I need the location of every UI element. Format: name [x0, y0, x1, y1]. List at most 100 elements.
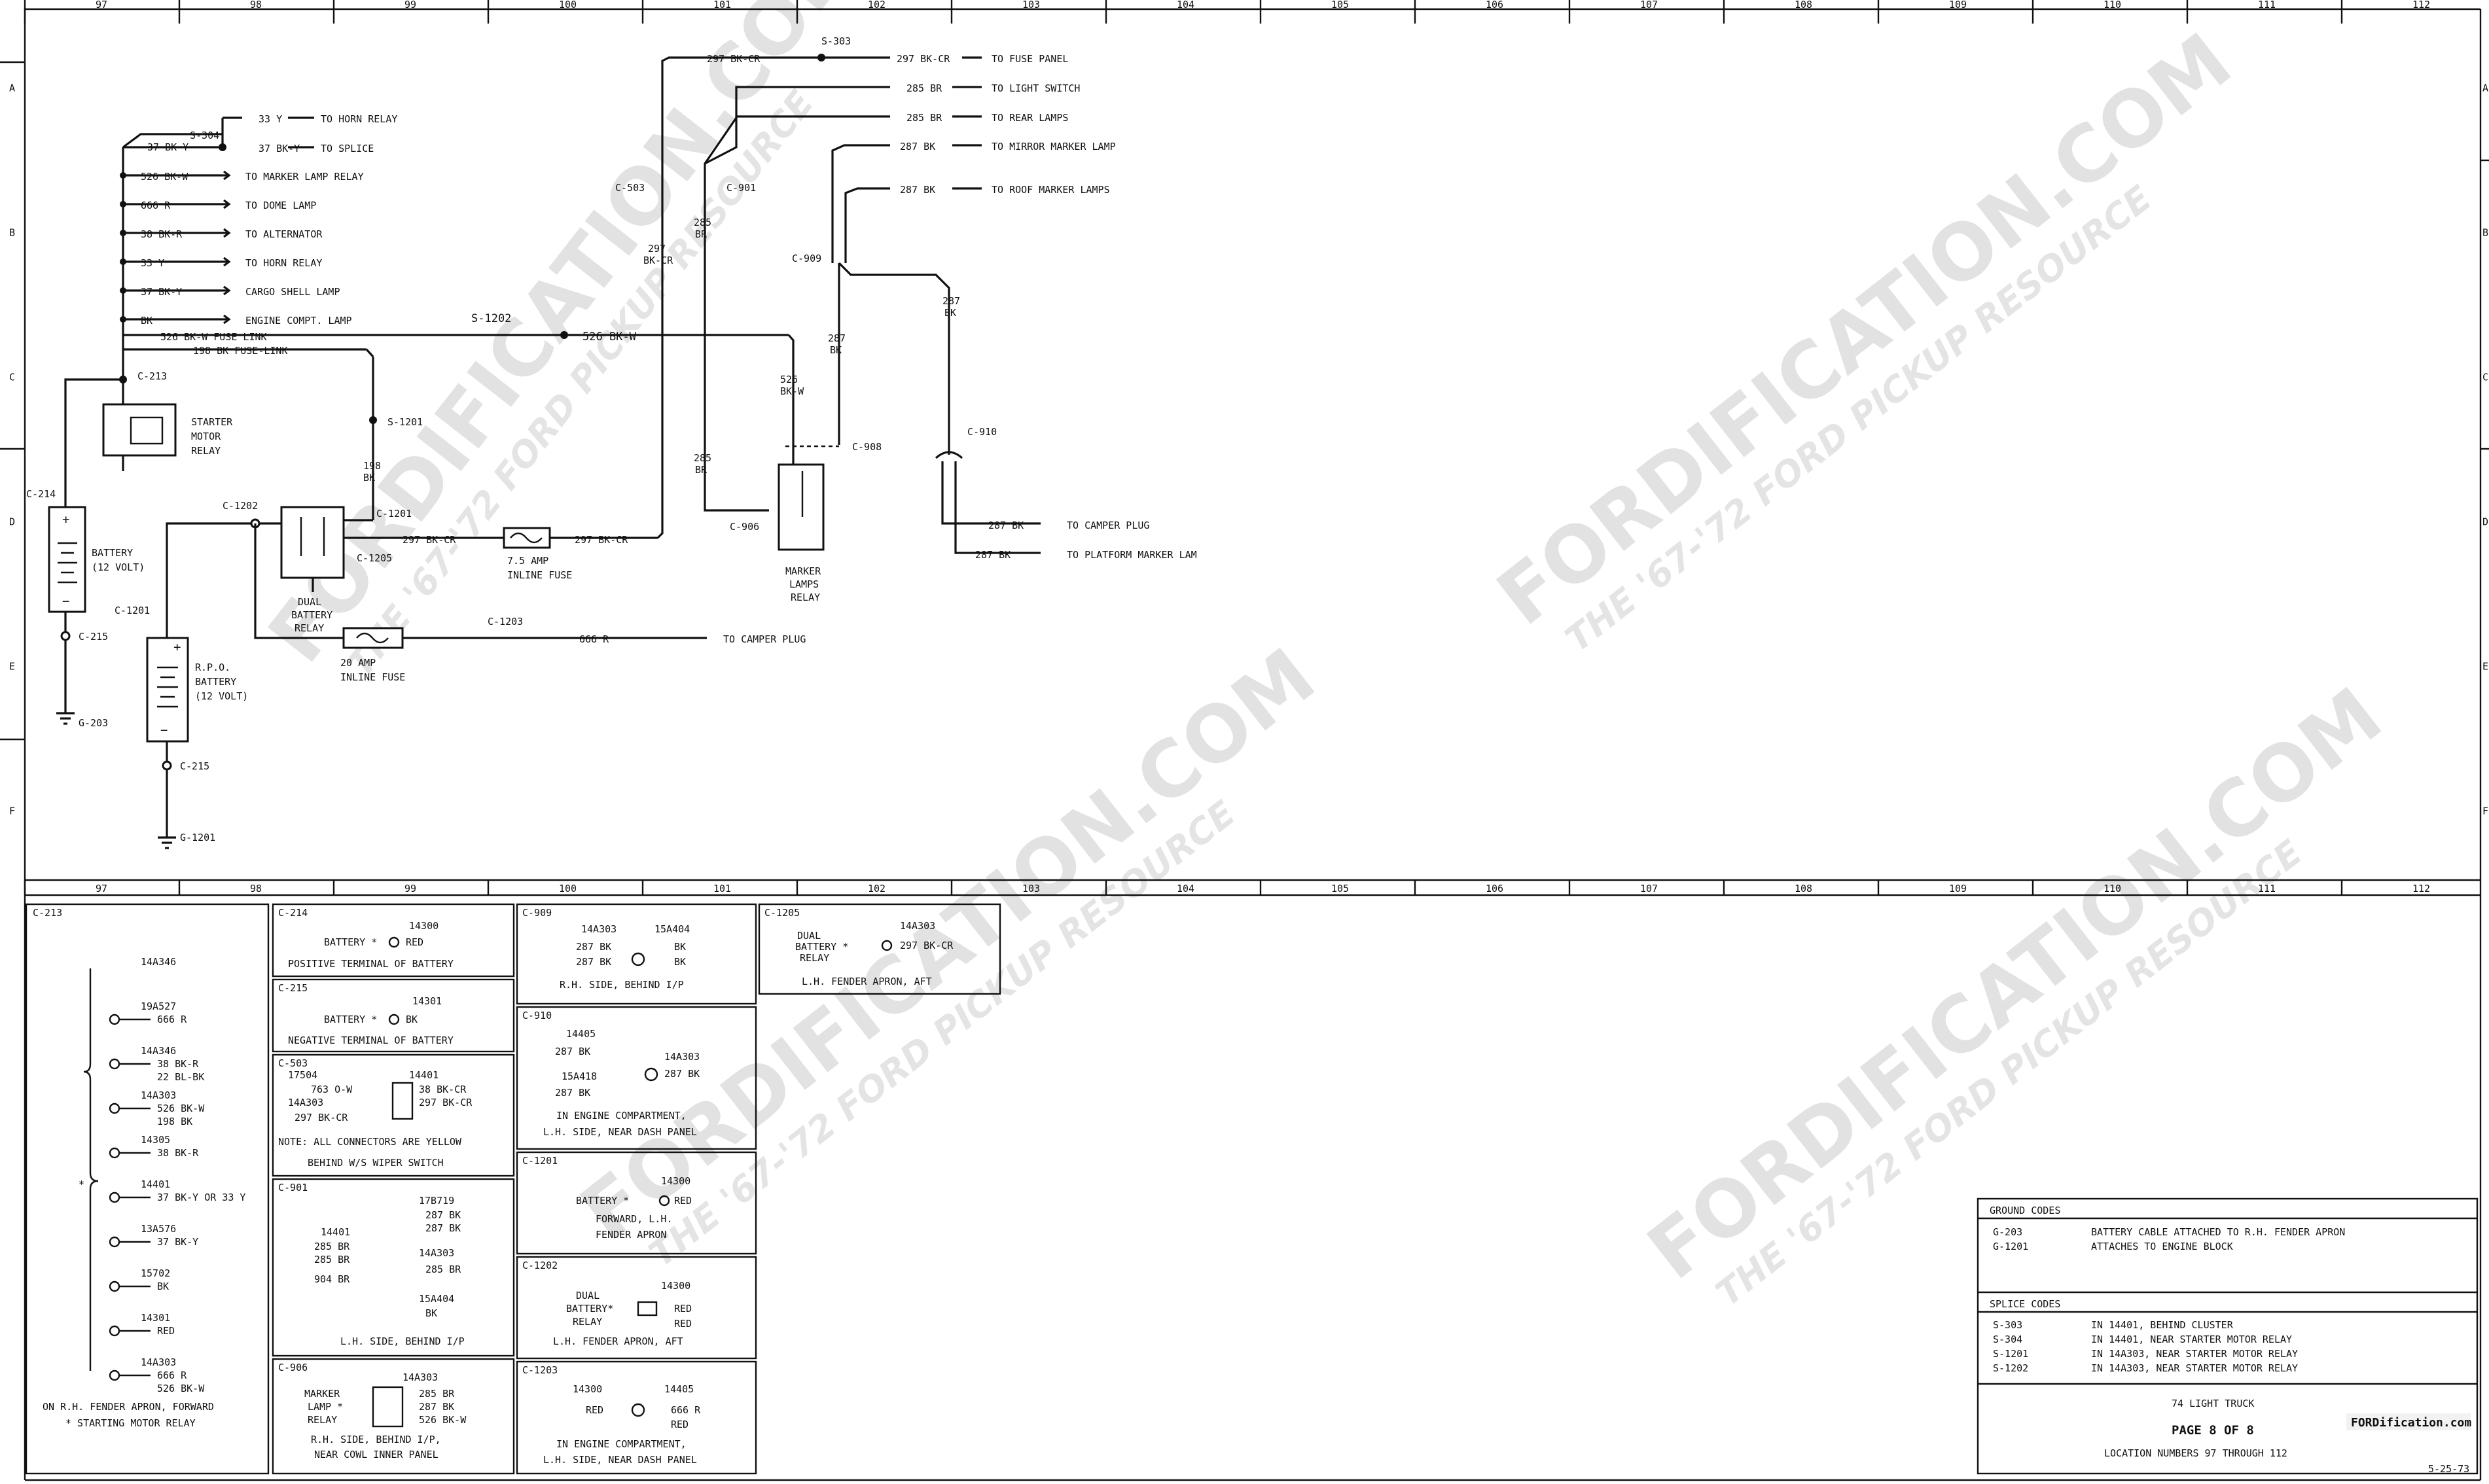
- column-number: 99: [404, 883, 416, 894]
- wire-label: 287 BK: [900, 184, 935, 196]
- wire-label: 38 BK-R: [157, 1147, 199, 1159]
- part-number: 14A303: [581, 923, 617, 935]
- connector-label: C-908: [852, 441, 882, 453]
- component-label: RELAY: [191, 445, 221, 457]
- vertical-wire-label: 285: [694, 217, 711, 228]
- row-letter: A: [9, 82, 15, 94]
- connector-view-c1201: [516, 1151, 757, 1255]
- destination-label: TO DOME LAMP: [245, 200, 316, 211]
- connector-label: C-214: [26, 488, 56, 500]
- wire-label: 666 R: [141, 200, 171, 211]
- destination-label: TO MARKER LAMP RELAY: [245, 171, 364, 183]
- connector-view-title: C-1201: [522, 1155, 558, 1167]
- component-label: STARTER: [191, 416, 233, 428]
- connector-view-caption: NOTE: ALL CONNECTORS ARE YELLOW: [278, 1136, 462, 1148]
- connector-view-title: C-1202: [522, 1260, 558, 1271]
- marker-lamps-relay: [778, 463, 825, 551]
- component-label: BATTERY: [291, 609, 332, 621]
- connector-view-title: C-901: [278, 1182, 308, 1193]
- wire-label: 297 BK-CR: [897, 53, 950, 65]
- drawing-date: 5-25-73: [2428, 1463, 2469, 1475]
- lead-label: BATTERY *: [324, 936, 377, 948]
- connector-view-caption: BEHIND W/S WIPER SWITCH: [308, 1157, 444, 1169]
- part-number: 17504: [288, 1069, 317, 1081]
- column-number: 111: [2258, 883, 2276, 894]
- vertical-wire-label: 287: [942, 295, 960, 307]
- wire-label: BK: [141, 315, 152, 327]
- rpo-battery: [146, 637, 189, 743]
- ground-label: G-1201: [180, 832, 215, 843]
- column-number: 110: [2104, 883, 2121, 894]
- connector-view-title: C-215: [278, 982, 308, 994]
- page-number: PAGE 8 OF 8: [2172, 1423, 2254, 1438]
- fordification-logo: FORDification.com: [2346, 1413, 2471, 1430]
- row-letter: C: [2482, 372, 2488, 383]
- part-number: 14401: [141, 1178, 170, 1190]
- row-letter: A: [2482, 82, 2488, 94]
- lead-label: RELAY: [308, 1414, 337, 1426]
- part-number: 14A303: [403, 1371, 438, 1383]
- component-label: MARKER: [785, 565, 821, 577]
- column-number: 100: [559, 883, 577, 894]
- component-label: LAMPS: [789, 578, 819, 590]
- component-label: RELAY: [295, 622, 324, 634]
- wire-label: RED: [157, 1325, 175, 1337]
- ground-code: G-1201: [1993, 1241, 2028, 1252]
- connector-view-caption: * STARTING MOTOR RELAY: [65, 1417, 196, 1429]
- connector-view-c215: [272, 978, 515, 1053]
- row-letter: D: [9, 516, 15, 528]
- part-number: 19A527: [141, 1000, 176, 1012]
- lead-label: BATTERY *: [576, 1195, 629, 1207]
- dual-battery-relay: [280, 506, 345, 579]
- column-number: 108: [1795, 0, 1812, 10]
- wire-label: 38 BK-R: [157, 1058, 199, 1070]
- connector-label: C-1201: [376, 508, 412, 520]
- wire-label: 198 BK: [157, 1116, 192, 1127]
- connector-view-caption: R.H. SIDE, BEHIND I/P,: [311, 1434, 441, 1445]
- part-number: 14401: [321, 1226, 350, 1238]
- component-label: (12 VOLT): [92, 561, 145, 573]
- connector-view-caption: POSITIVE TERMINAL OF BATTERY: [288, 958, 454, 970]
- column-number: 112: [2412, 883, 2430, 894]
- column-number: 98: [250, 0, 262, 10]
- lead-label: BATTERY *: [324, 1014, 377, 1025]
- wire-label: 287 BK: [988, 520, 1024, 531]
- wire-label: 287 BK: [419, 1401, 454, 1413]
- connector-view-c213: [25, 903, 270, 1475]
- destination-label: TO CAMPER PLUG: [1067, 520, 1149, 531]
- vertical-wire-label: BK: [830, 344, 842, 356]
- column-number: 107: [1640, 0, 1658, 10]
- connector-view-caption: L.H. FENDER APRON, AFT: [802, 976, 932, 987]
- vertical-wire-label: 297: [648, 243, 666, 255]
- wire-label: 287 BK: [425, 1222, 461, 1234]
- wire-label: 22 BL-BK: [157, 1071, 204, 1083]
- connector-view-caption: L.H. SIDE, BEHIND I/P: [340, 1335, 465, 1347]
- column-number: 110: [2104, 0, 2121, 10]
- wire-label: 38 BK-CR: [419, 1084, 467, 1095]
- connector-view-c901: [272, 1178, 515, 1357]
- wire-label: 666 R: [671, 1404, 701, 1416]
- wire-label: BK: [674, 941, 686, 953]
- wire-label: 297 BK-CR: [900, 940, 954, 951]
- column-number: 102: [868, 0, 886, 10]
- column-number: 102: [868, 883, 886, 894]
- vertical-wire-label: 285: [694, 452, 711, 464]
- wire-label: 37 BK-Y: [157, 1236, 198, 1248]
- vertical-wire-label: BK: [363, 472, 375, 484]
- wire-label: 37 BK-Y: [147, 141, 188, 153]
- column-number: 101: [713, 0, 731, 10]
- lead-label: LAMP *: [308, 1401, 343, 1413]
- wire-label: 526 BK-W: [141, 171, 188, 183]
- watermark-tagline: THE '67-'72 FORD PICKUP RESOURCE: [339, 83, 821, 684]
- vertical-wire-label: 287: [828, 332, 846, 344]
- column-number: 109: [1949, 883, 1967, 894]
- connector-view-caption: NEGATIVE TERMINAL OF BATTERY: [288, 1034, 454, 1046]
- ground-label: G-203: [79, 717, 108, 729]
- vertical-wire-label: BK: [944, 307, 956, 319]
- part-number: 14A303: [288, 1097, 323, 1108]
- component-label: RELAY: [791, 592, 820, 603]
